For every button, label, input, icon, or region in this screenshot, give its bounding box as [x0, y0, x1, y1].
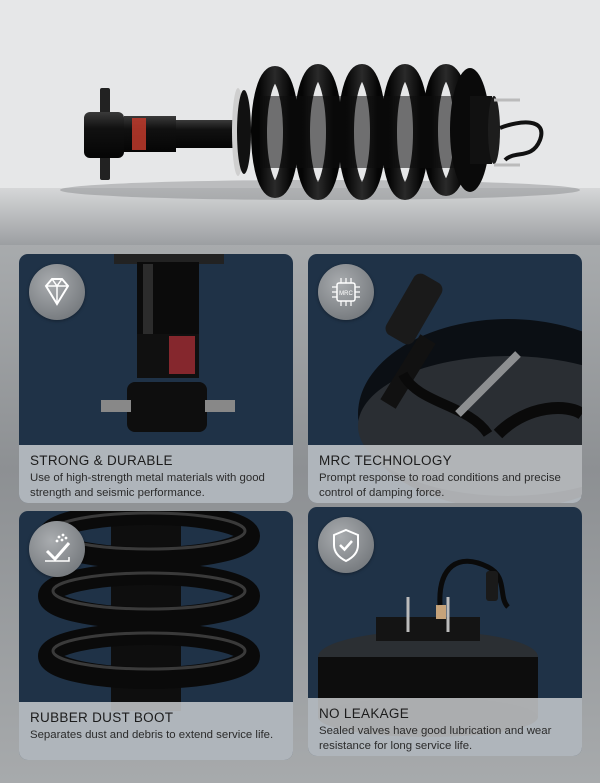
feature-caption: NO LEAKAGE Sealed valves have good lubri… [308, 698, 582, 756]
feature-card-no-leakage: NO LEAKAGE Sealed valves have good lubri… [308, 507, 582, 756]
chip-icon-label: MRC [339, 291, 353, 297]
hero-product-image [0, 0, 600, 245]
feature-card-strong-durable: STRONG & DURABLE Use of high-strength me… [19, 254, 293, 503]
feature-card-rubber-dust-boot: RUBBER DUST BOOT Separates dust and debr… [19, 511, 293, 760]
feature-caption: RUBBER DUST BOOT Separates dust and debr… [19, 702, 293, 760]
feature-description: Prompt response to road conditions and p… [319, 472, 561, 499]
feature-caption: STRONG & DURABLE Use of high-strength me… [19, 445, 293, 503]
mrc-badge: MRC [318, 264, 374, 320]
feature-title: STRONG & DURABLE [30, 453, 173, 468]
spray-check-icon [45, 533, 71, 562]
dust-boot-spring-image [38, 511, 260, 711]
diamond-badge [29, 264, 85, 320]
feature-description: Sealed valves have good lubrication and … [319, 725, 552, 752]
sealed-top-mount-image [318, 558, 538, 737]
shield-badge [318, 517, 374, 573]
feature-card-mrc-technology: MRC MRC TECHNOLOGY Prompt response to ro… [308, 254, 582, 503]
feature-description: Use of high-strength metal materials wit… [30, 472, 265, 499]
shield-check-icon [333, 528, 359, 563]
feature-title: NO LEAKAGE [319, 706, 410, 721]
feature-title: RUBBER DUST BOOT [30, 710, 174, 725]
feature-description: Separates dust and debris to extend serv… [30, 729, 274, 741]
dust-badge [29, 521, 85, 577]
feature-title: MRC TECHNOLOGY [319, 453, 452, 468]
chip-icon: MRC [332, 278, 360, 306]
diamond-icon [44, 278, 70, 306]
feature-caption: MRC TECHNOLOGY Prompt response to road c… [308, 445, 582, 503]
shock-absorber-image [101, 254, 235, 432]
